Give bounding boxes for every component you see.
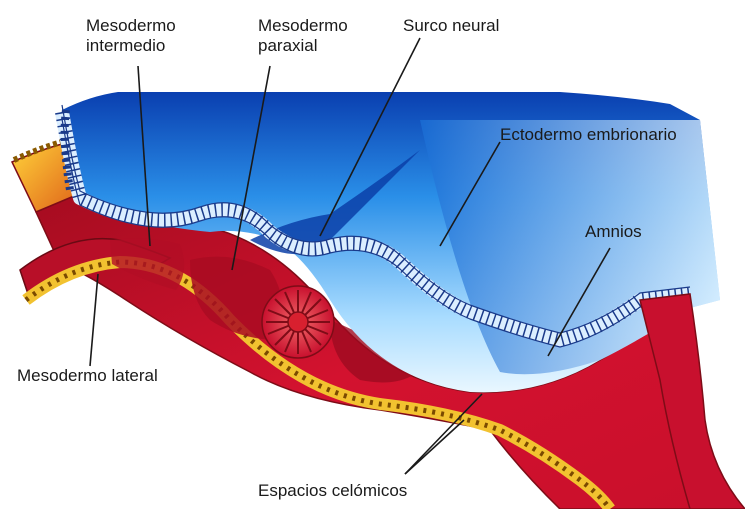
- label-espacios-celomicos: Espacios celómicos: [258, 481, 407, 501]
- label-mesodermo-intermedio: Mesodermo intermedio: [86, 16, 176, 56]
- label-surco-neural: Surco neural: [403, 16, 499, 36]
- label-ectodermo-embrionario: Ectodermo embrionario: [500, 125, 677, 145]
- label-mesodermo-lateral: Mesodermo lateral: [17, 366, 158, 386]
- label-mesodermo-paraxial: Mesodermo paraxial: [258, 16, 348, 56]
- label-amnios: Amnios: [585, 222, 642, 242]
